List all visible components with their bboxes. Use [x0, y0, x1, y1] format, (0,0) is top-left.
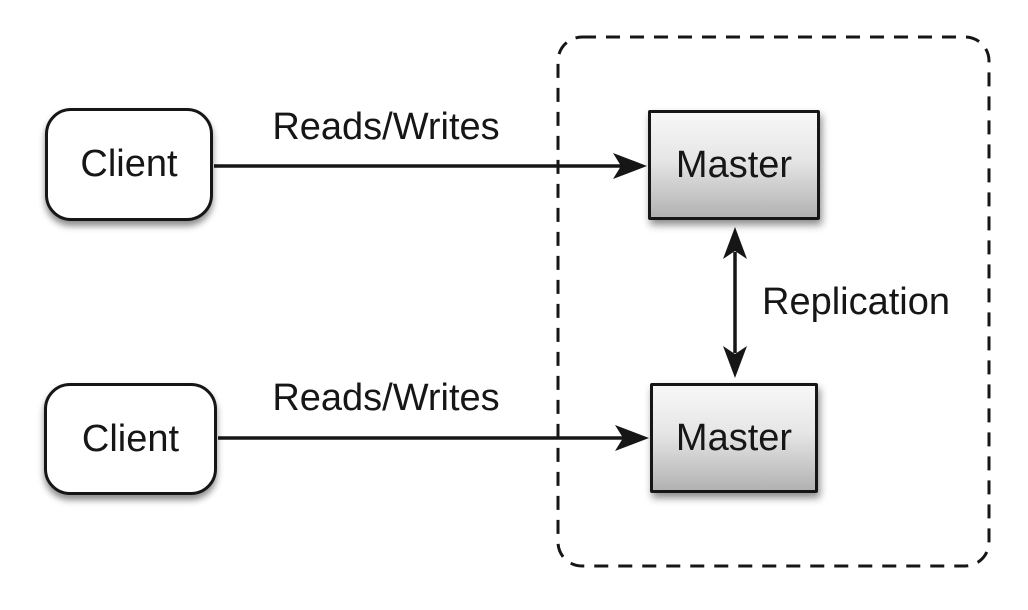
master-node-bottom: Master	[650, 383, 818, 493]
master-node-bottom-label: Master	[675, 416, 793, 459]
client-node-bottom: Client	[44, 383, 217, 495]
client-node-top: Client	[45, 108, 213, 221]
arrowhead-down-icon	[723, 346, 747, 378]
master-node-top: Master	[648, 110, 820, 220]
client-node-top-label: Client	[80, 143, 178, 185]
edge-label-replication: Replication	[762, 281, 950, 323]
edge-reads-writes-bottom	[218, 425, 649, 451]
arrowhead-up-icon	[723, 227, 747, 259]
replication-cluster-boundary	[556, 35, 991, 568]
edge-label-reads-writes-top: Reads/Writes	[272, 106, 500, 148]
arrowhead-right-icon	[615, 425, 649, 451]
client-node-bottom-label: Client	[81, 417, 180, 460]
edge-reads-writes-top	[214, 153, 647, 179]
arrowhead-right-icon	[613, 153, 647, 179]
master-node-top-label: Master	[675, 143, 793, 186]
edge-replication	[723, 227, 747, 378]
edge-label-reads-writes-bottom: Reads/Writes	[272, 377, 500, 419]
